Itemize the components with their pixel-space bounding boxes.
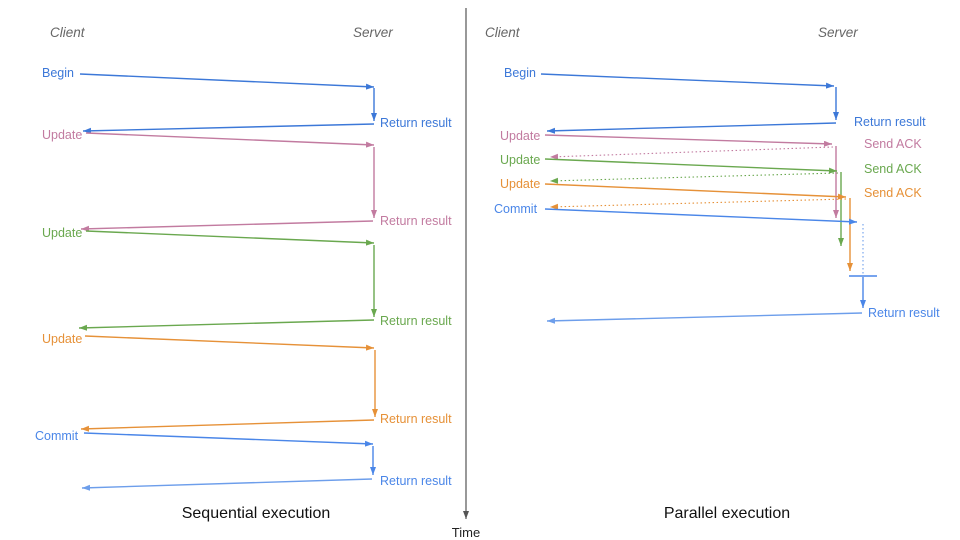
par-update1-label: Update [500,129,540,143]
seq-update3-request-arrow [84,335,375,351]
par-update1-ack-arrow [549,146,834,160]
par-commit-response-arrow [546,312,863,324]
seq-begin-request-arrow [79,73,375,90]
par-update3-request-arrow [544,183,847,200]
par-update2-label: Update [500,153,540,167]
par-update3-ack-arrow [549,198,847,210]
time-axis-label: Time [452,525,480,540]
seq-commit-response-arrow [81,478,373,491]
seq-commit-return-label: Return result [380,474,452,488]
seq-update3-label: Update [42,332,82,346]
parallel-caption: Parallel execution [664,505,790,522]
par-update1-ack-label: Send ACK [864,137,922,151]
seq-update3-return-label: Return result [380,412,452,426]
seq-commit-request-arrow [83,432,374,447]
par-begin-request-arrow [540,73,835,89]
par-commit-label: Commit [494,202,538,216]
seq-commit-label: Commit [35,429,79,443]
par-begin-return-label: Return result [854,115,926,129]
par-commit-request-arrow [544,208,858,225]
par-update2-ack-label: Send ACK [864,162,922,176]
seq-begin-response-arrow [82,123,375,134]
par-update1-request-arrow [544,134,833,147]
seq-begin-return-label: Return result [380,116,452,130]
par-begin-label: Begin [504,66,536,80]
seq-begin-label: Begin [42,66,74,80]
time-axis: Time [452,8,480,540]
seq-update1-label: Update [42,128,82,142]
seq-update1-request-arrow [85,132,375,148]
par-update2-ack-arrow [549,172,839,184]
par-update2-request-arrow [544,158,838,174]
par-client-header: Client [485,25,521,40]
par-update3-label: Update [500,177,540,191]
par-begin-response-arrow [546,122,837,134]
seq-update3-response-arrow [80,419,375,432]
seq-server-header: Server [353,25,393,40]
seq-update2-response-arrow [78,319,375,331]
sequential-caption: Sequential execution [182,505,331,522]
seq-update2-label: Update [42,226,82,240]
seq-update1-response-arrow [80,220,374,232]
sequential-panel: Client Server Begin Return result Update… [35,25,452,522]
par-server-header: Server [818,25,858,40]
seq-update1-return-label: Return result [380,214,452,228]
seq-client-header: Client [50,25,86,40]
seq-update2-request-arrow [85,230,375,246]
parallel-panel: Client Server Begin Return result Update… [485,25,940,522]
par-update3-ack-label: Send ACK [864,186,922,200]
par-commit-return-label: Return result [868,306,940,320]
seq-update2-return-label: Return result [380,314,452,328]
